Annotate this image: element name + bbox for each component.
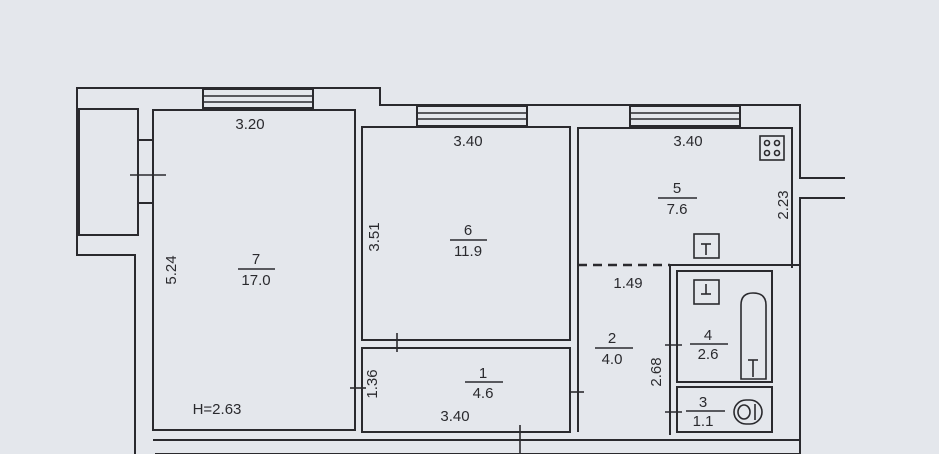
- room-1-length: 1.36: [364, 369, 381, 398]
- room-3-number: 3: [699, 394, 707, 411]
- room-1-width: 3.40: [440, 408, 469, 425]
- area-fraction-lines: [238, 197, 728, 412]
- room-6-length: 3.51: [366, 222, 383, 251]
- room-7-number: 7: [252, 251, 260, 268]
- windows: [202, 88, 741, 127]
- room-7-width: 3.20: [235, 116, 264, 133]
- toilet-icon: [733, 399, 763, 425]
- sink-icon: [693, 233, 720, 259]
- room-7: [152, 109, 356, 431]
- balcony: [78, 108, 139, 236]
- room-2-number: 2: [608, 330, 616, 347]
- room-6-area: 11.9: [454, 243, 482, 260]
- room-1-number: 1: [479, 365, 487, 382]
- window: [629, 105, 741, 127]
- room-4-number: 4: [704, 327, 712, 344]
- room-1-area: 4.6: [473, 385, 494, 402]
- room-5: [577, 127, 793, 432]
- ceiling-height: H=2.63: [193, 401, 242, 418]
- fixtures: [693, 135, 785, 425]
- room-3: [676, 386, 773, 433]
- window: [202, 88, 314, 109]
- room-5-area: 7.6: [667, 201, 688, 218]
- room-3-area: 1.1: [693, 413, 714, 430]
- room-7-area: 17.0: [241, 272, 270, 289]
- stove-icon: [759, 135, 785, 161]
- room-1: [361, 347, 571, 433]
- room-5-width: 3.40: [673, 133, 702, 150]
- room-4: [676, 270, 773, 383]
- walls: [76, 87, 845, 454]
- room-4-area: 2.6: [698, 346, 719, 363]
- hall-width: 1.49: [613, 275, 642, 292]
- washbasin-icon: [693, 279, 720, 305]
- hall-length: 2.68: [648, 357, 665, 386]
- room-6-number: 6: [464, 222, 472, 239]
- room-6-width: 3.40: [453, 133, 482, 150]
- room-5-number: 5: [673, 180, 681, 197]
- room-5-length: 2.23: [775, 190, 792, 219]
- window: [416, 105, 528, 127]
- bathtub-icon: [740, 292, 767, 380]
- room-2-area: 4.0: [602, 351, 623, 368]
- room-7-length: 5.24: [163, 255, 180, 284]
